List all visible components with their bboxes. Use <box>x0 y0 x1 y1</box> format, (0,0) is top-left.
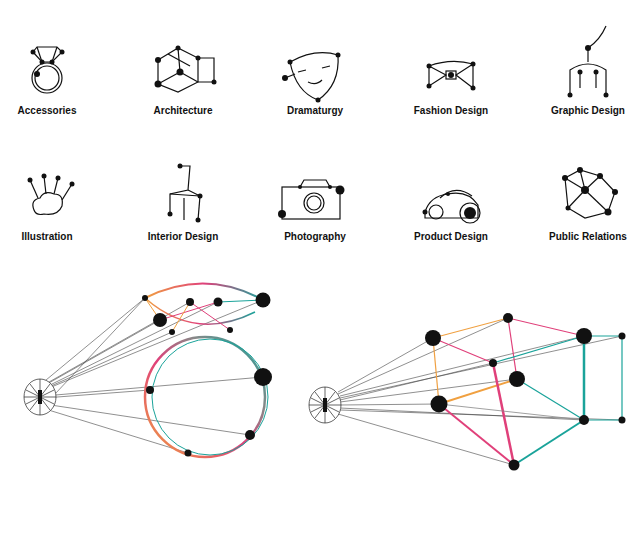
category-label: Accessories <box>18 105 77 117</box>
category-label: Fashion Design <box>414 105 488 117</box>
category-label: Dramaturgy <box>287 105 343 117</box>
category-label: Interior Design <box>148 231 219 243</box>
category-label: Photography <box>284 231 346 243</box>
category-label: Public Relations <box>549 231 627 243</box>
left-nodes <box>142 293 272 457</box>
icon-dots <box>28 45 619 223</box>
right-network <box>433 318 622 465</box>
sight-lines <box>40 298 622 465</box>
left-network <box>145 283 268 457</box>
category-label: Graphic Design <box>551 105 625 117</box>
eye-mesh <box>24 379 341 423</box>
category-label: Product Design <box>414 231 488 243</box>
category-label: Illustration <box>21 231 72 243</box>
category-icons <box>30 26 615 223</box>
right-nodes <box>425 313 626 471</box>
category-label: Architecture <box>154 105 213 117</box>
